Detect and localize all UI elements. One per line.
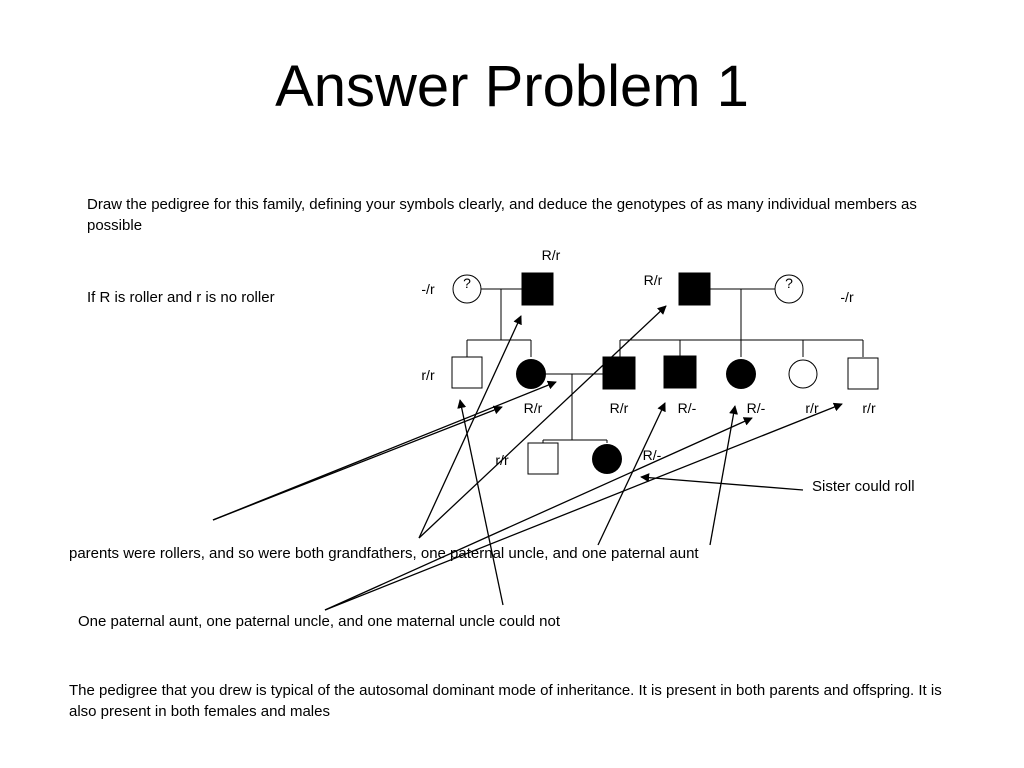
- arrow-to-paternal-uncle-unaffected: [324, 402, 843, 611]
- arrow-to-mother: [212, 380, 557, 521]
- genotype-mother: R/r: [524, 400, 543, 416]
- maternal-grandfather-symbol: [521, 272, 554, 306]
- genotype-maternal-uncle: r/r: [421, 367, 435, 383]
- genotype-paternal-uncle-unaffected: r/r: [862, 400, 876, 416]
- arrow-to-paternal-uncle-affected: [597, 402, 666, 546]
- genotype-daughter: R/-: [643, 447, 662, 463]
- could-not-note-text: One paternal aunt, one paternal uncle, a…: [78, 613, 561, 630]
- annotation-arrows: [212, 305, 843, 611]
- daughter-symbol: [592, 444, 622, 474]
- symbol-key-text: If R is roller and r is no roller: [87, 289, 275, 306]
- arrow-to-paternal-grandfather: [418, 305, 667, 539]
- paternal-uncle-unaffected-symbol: [847, 357, 879, 390]
- arrow-to-paternal-aunt-unaffected: [324, 417, 753, 611]
- genotype-paternal-uncle-affected: R/-: [678, 400, 697, 416]
- maternal-grandmother-unknown-mark: ?: [463, 275, 471, 291]
- instructions-text: Draw the pedigree for this family, defin…: [87, 196, 917, 234]
- genotype-paternal-grandfather: R/r: [644, 272, 663, 288]
- genotype-paternal-grandmother: -/r: [840, 289, 854, 305]
- arrow-to-paternal-aunt-affected: [709, 405, 738, 546]
- arrow-to-maternal-grandfather: [418, 315, 522, 539]
- paternal-aunt-affected-symbol: [726, 359, 756, 389]
- genotype-maternal-grandfather: R/r: [542, 247, 561, 263]
- paternal-aunt-unaffected-symbol: [788, 359, 818, 389]
- son-symbol: [527, 442, 559, 475]
- arrow-to-sister: [640, 473, 804, 491]
- maternal-grandmother-symbol: [452, 274, 482, 304]
- slide-title: Answer Problem 1: [275, 54, 749, 119]
- genotype-father: R/r: [610, 400, 629, 416]
- parents-note-text: parents were rollers, and so were both g…: [69, 545, 699, 562]
- maternal-uncle-symbol: [451, 356, 483, 389]
- genotype-maternal-grandmother: -/r: [421, 281, 435, 297]
- mother-symbol: [516, 359, 546, 389]
- conclusion-text: The pedigree that you drew is typical of…: [69, 682, 942, 720]
- paternal-uncle-affected-symbol: [663, 355, 697, 389]
- sister-note-text: Sister could roll: [812, 478, 915, 495]
- genotype-paternal-aunt-unaffected: r/r: [805, 400, 819, 416]
- paternal-grandmother-unknown-mark: ?: [785, 275, 793, 291]
- paternal-grandfather-symbol: [678, 272, 711, 306]
- paternal-grandmother-symbol: [774, 274, 804, 304]
- arrow-maternal-uncle-could-not: [457, 399, 504, 606]
- father-symbol: [602, 356, 636, 390]
- genotype-paternal-aunt-affected: R/-: [747, 400, 766, 416]
